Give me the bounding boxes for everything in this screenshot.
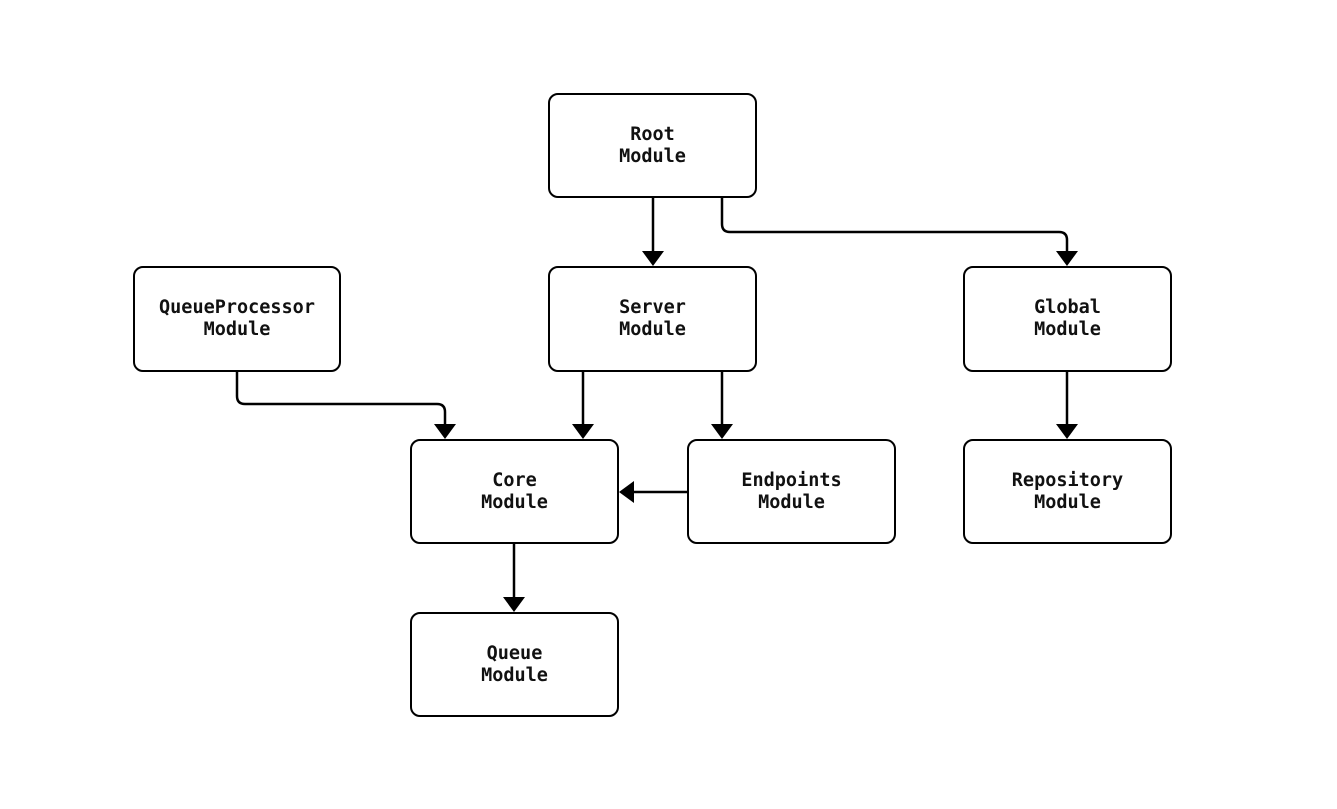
edge-root-to-global [720,198,1078,266]
node-label-line1: QueueProcessor [159,297,315,318]
edge-server-to-endpoints [711,372,733,439]
node-label-line1: Core [492,469,537,491]
edge-global-to-repository [1056,372,1078,439]
edge-core-to-queue [503,544,525,612]
arrowhead-icon [503,597,525,612]
node-repository-module: Repository Module [963,439,1172,544]
node-endpoints-module: Endpoints Module [687,439,896,544]
arrowhead-icon [642,251,664,266]
node-label-line2: Module [203,319,271,340]
node-core-module: Core Module [410,439,619,544]
node-label-line2: Module [619,319,686,340]
node-label-line1: Endpoints [741,469,842,491]
arrowhead-icon [1056,424,1078,439]
node-queue-module: Queue Module [410,612,619,717]
node-label-line2: Module [758,491,825,513]
edge-endpoints-to-core [619,481,687,503]
arrowhead-icon [1056,251,1078,266]
node-label-line1: Server [619,297,686,318]
node-label-line2: Module [1034,491,1101,513]
edge-server-to-core [572,372,594,439]
arrowhead-icon [711,424,733,439]
node-label-line1: Repository [1011,469,1124,491]
arrowhead-icon [434,424,456,439]
node-label-line2: Module [619,145,686,167]
edge-root-to-server [642,198,664,266]
node-label-line1: Global [1034,297,1101,318]
node-label-line2: Module [481,491,548,513]
edge-queueprocessor-to-core [235,372,456,439]
node-label-line2: Module [481,664,548,686]
node-queueprocessor-module: QueueProcessor Module [133,266,341,372]
node-label-line1: Root [630,123,675,145]
arrowhead-icon [572,424,594,439]
node-label-line1: Queue [486,642,543,664]
node-root-module: Root Module [548,93,757,198]
arrowhead-icon [619,481,634,503]
node-label-line2: Module [1034,319,1101,340]
node-server-module: Server Module [548,266,757,372]
node-global-module: Global Module [963,266,1172,372]
